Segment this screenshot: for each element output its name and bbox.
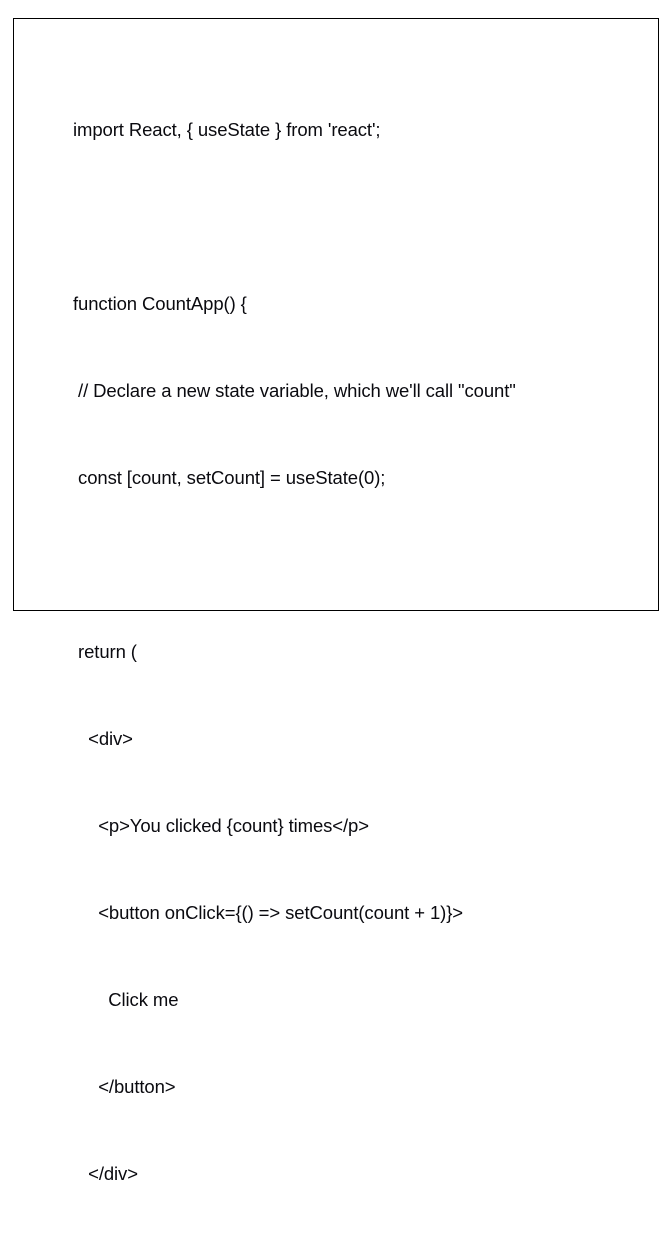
code-line: return ( <box>73 641 137 662</box>
code-line: ); <box>73 1246 650 1252</box>
code-line: // Declare a new state variable, which w… <box>73 380 516 401</box>
code-line <box>73 202 650 231</box>
code-line: function CountApp() { <box>73 293 247 314</box>
code-line: <div> <box>73 728 133 749</box>
code-line <box>73 550 650 579</box>
code-line: </div> <box>73 1163 138 1184</box>
code-line: const [count, setCount] = useState(0); <box>73 467 386 488</box>
screenshot-root: import React, { useState } from 'react';… <box>13 18 659 1252</box>
code-block: import React, { useState } from 'react';… <box>73 57 650 1252</box>
code-line: </button> <box>73 1076 176 1097</box>
code-line: <button onClick={() => setCount(count + … <box>73 902 464 923</box>
code-line: import React, { useState } from 'react'; <box>73 119 381 140</box>
code-line: <p>You clicked {count} times</p> <box>73 815 369 836</box>
code-frame-border: import React, { useState } from 'react';… <box>13 18 659 1252</box>
code-line: Click me <box>73 989 179 1010</box>
